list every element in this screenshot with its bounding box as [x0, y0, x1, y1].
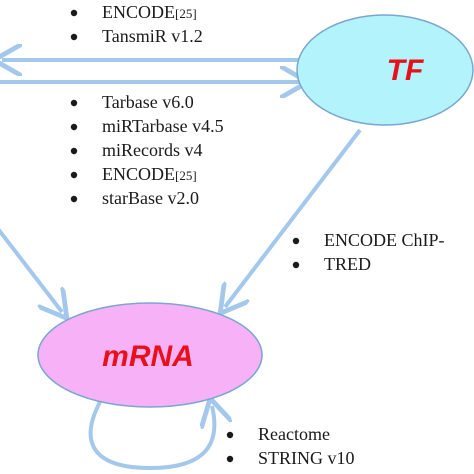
source-list-tf-mrna: ENCODE ChIP- TRED	[292, 230, 445, 274]
source-ref: [25]	[175, 6, 197, 21]
source-name: STRING v10	[258, 448, 355, 468]
bullet-dot	[70, 33, 78, 41]
bullet-dot	[226, 455, 234, 463]
source-name: miRTarbase v4.5	[102, 116, 224, 136]
source-item: ENCODE[25]	[70, 2, 197, 22]
source-name: miRecords v4	[102, 140, 203, 160]
bullet-dot	[292, 261, 300, 269]
source-list-middle: Tarbase v6.0 miRTarbase v4.5 miRecords v4 E…	[70, 92, 224, 208]
source-item: miRTarbase v4.5	[70, 116, 224, 136]
source-list-top: ENCODE[25] TansmiR v1.2	[70, 2, 203, 46]
source-item: Tarbase v6.0	[70, 92, 194, 112]
source-name: Reactome	[258, 424, 330, 444]
bullet-dot	[292, 237, 300, 245]
arrow-mirna-to-mrna	[0, 228, 62, 312]
arrow-tf-to-mrna	[225, 128, 362, 307]
source-ref: [25]	[175, 168, 197, 183]
source-name: Tarbase v6.0	[102, 92, 194, 112]
source-item: ENCODE ChIP-	[292, 230, 445, 250]
mrna-label: mRNA	[102, 340, 194, 373]
source-item: TansmiR v1.2	[70, 26, 203, 46]
source-name: TansmiR v1.2	[102, 26, 203, 46]
tf-label: TF	[387, 54, 424, 87]
source-name: starBase v2.0	[102, 188, 199, 208]
source-item: ENCODE[25]	[70, 164, 197, 184]
bullet-dot	[70, 123, 78, 131]
bullet-dot	[70, 171, 78, 179]
source-item: STRING v10	[226, 448, 355, 468]
source-name: TRED	[324, 254, 371, 274]
bullet-dot	[70, 147, 78, 155]
source-name: ENCODE[25]	[102, 2, 197, 22]
tf-node[interactable]	[296, 14, 474, 126]
source-item: starBase v2.0	[70, 188, 199, 208]
source-item: TRED	[292, 254, 371, 274]
source-item: Reactome	[226, 424, 330, 444]
bullet-dot	[70, 99, 78, 107]
source-name: ENCODE ChIP-	[324, 230, 445, 250]
bullet-dot	[70, 195, 78, 203]
source-name: ENCODE[25]	[102, 164, 197, 184]
arrow-mrna-self-loop	[88, 402, 215, 471]
mrna-node[interactable]	[37, 302, 263, 408]
bullet-dot	[70, 9, 78, 17]
bullet-dot	[226, 431, 234, 439]
source-item: miRecords v4	[70, 140, 203, 160]
